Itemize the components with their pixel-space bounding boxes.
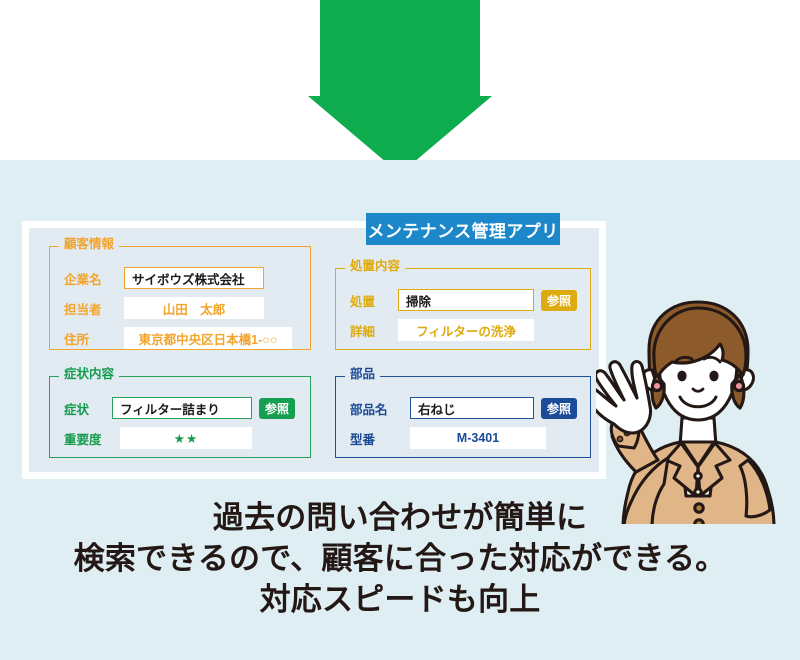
field-row-model-number: 型番 M-3401	[350, 427, 546, 449]
app-window-body: 顧客情報 企業名 サイボウズ株式会社 担当者 山田 太郎 住所 東京都中央区日本…	[29, 228, 599, 472]
field-label-model-number: 型番	[350, 432, 376, 447]
field-label-treatment-detail: 詳細	[350, 324, 376, 339]
field-value-treatment-detail[interactable]: フィルターの洗浄	[398, 319, 534, 341]
reference-button-part-name[interactable]: 参照	[541, 397, 577, 419]
field-row-treatment: 処置 掃除 参照	[350, 289, 577, 311]
field-value-model-number[interactable]: M-3401	[410, 427, 546, 449]
field-row-symptom: 症状 フィルター詰まり 参照	[64, 397, 295, 419]
group-treatment-details: 処置内容 処置 掃除 参照 詳細 フィルターの洗浄	[335, 259, 591, 350]
app-title-tab[interactable]: メンテナンス管理アプリ	[366, 213, 560, 245]
field-value-severity[interactable]: ★★	[120, 427, 252, 449]
reference-button-treatment[interactable]: 参照	[541, 289, 577, 311]
group-legend-treatment: 処置内容	[345, 259, 406, 273]
field-row-company: 企業名 サイボウズ株式会社	[64, 267, 264, 289]
presenter-illustration	[596, 300, 776, 524]
field-value-symptom[interactable]: フィルター詰まり	[112, 397, 252, 419]
field-value-part-name[interactable]: 右ねじ	[410, 397, 534, 419]
field-label-address: 住所	[64, 332, 90, 347]
field-label-part-name: 部品名	[350, 402, 388, 417]
field-value-address[interactable]: 東京都中央区日本橋1-○○	[124, 327, 292, 349]
field-value-company[interactable]: サイボウズ株式会社	[124, 267, 264, 289]
caption-line-1: 過去の問い合わせが簡単に	[212, 500, 588, 535]
field-row-severity: 重要度 ★★	[64, 427, 252, 449]
app-window: 顧客情報 企業名 サイボウズ株式会社 担当者 山田 太郎 住所 東京都中央区日本…	[22, 221, 606, 479]
group-symptom-details: 症状内容 症状 フィルター詰まり 参照 重要度 ★★	[49, 367, 311, 458]
field-row-contact: 担当者 山田 太郎	[64, 297, 264, 319]
field-value-treatment[interactable]: 掃除	[398, 289, 534, 311]
reference-button-symptom[interactable]: 参照	[259, 397, 295, 419]
group-legend-symptom: 症状内容	[59, 367, 120, 381]
group-legend-customer: 顧客情報	[59, 237, 120, 251]
caption-line-3: 対応スピードも向上	[259, 582, 541, 617]
green-down-arrow-icon	[308, 0, 492, 174]
field-label-treatment: 処置	[350, 294, 376, 309]
field-value-contact[interactable]: 山田 太郎	[124, 297, 264, 319]
field-row-treatment-detail: 詳細 フィルターの洗浄	[350, 319, 534, 341]
field-row-part-name: 部品名 右ねじ 参照	[350, 397, 577, 419]
group-legend-parts: 部品	[345, 367, 381, 381]
caption-line-2: 検索できるので、顧客に合った対応ができる。	[73, 541, 727, 576]
field-label-severity: 重要度	[64, 432, 102, 447]
group-parts: 部品 部品名 右ねじ 参照 型番 M-3401	[335, 367, 591, 458]
field-label-contact: 担当者	[64, 302, 102, 317]
caption-text: 過去の問い合わせが簡単に 検索できるので、顧客に合った対応ができる。 対応スピー…	[0, 497, 800, 620]
field-row-address: 住所 東京都中央区日本橋1-○○	[64, 327, 292, 349]
group-customer-information: 顧客情報 企業名 サイボウズ株式会社 担当者 山田 太郎 住所 東京都中央区日本…	[49, 237, 311, 350]
field-label-symptom: 症状	[64, 402, 90, 417]
field-label-company: 企業名	[64, 272, 102, 287]
